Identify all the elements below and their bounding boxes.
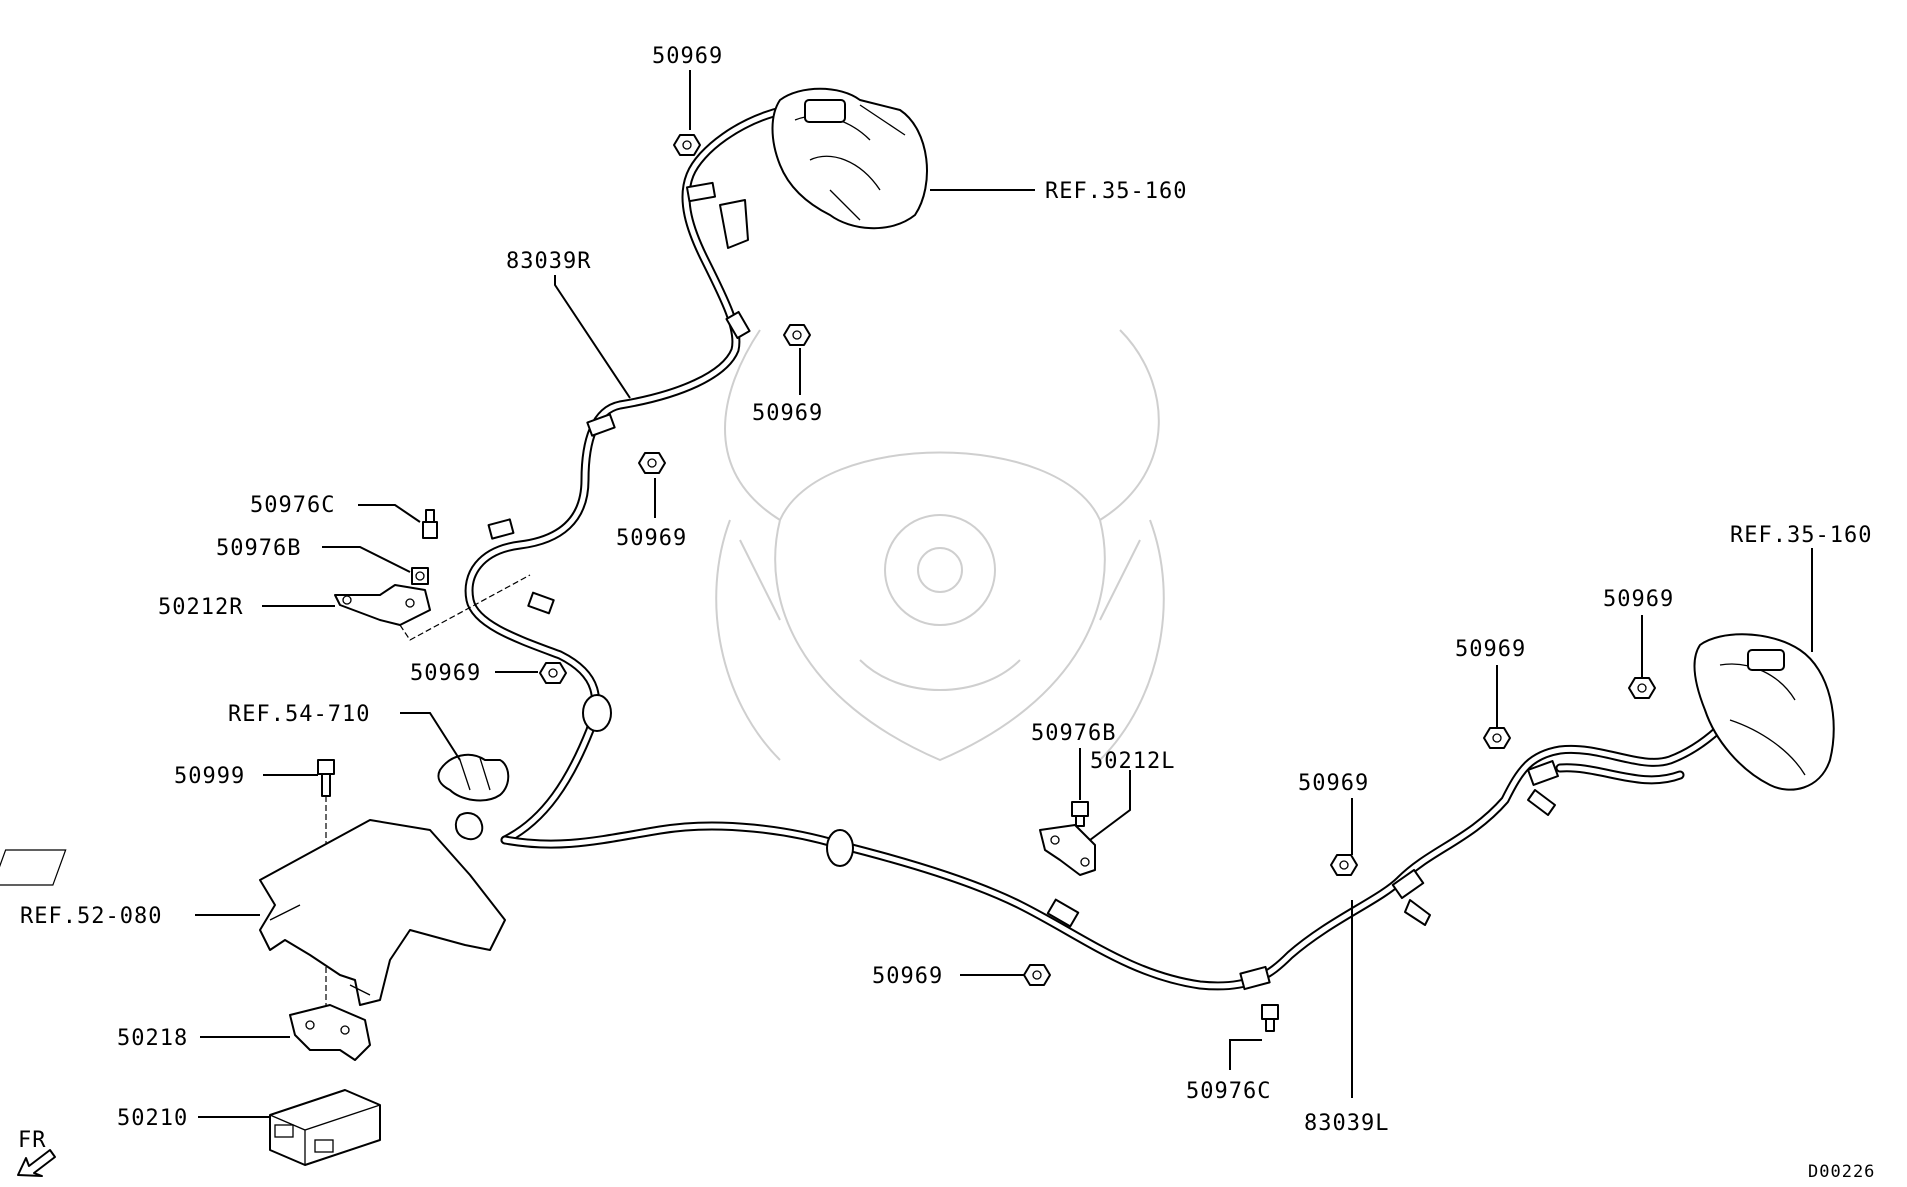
label-harness-r: 83039R: [506, 249, 591, 274]
label-nut-r2: 50969: [752, 401, 823, 426]
nut-50969-r4: [539, 662, 567, 684]
nut-50969-r2: [783, 324, 811, 346]
label-bracket-l: 50212L: [1090, 749, 1175, 774]
floor-panel-ref-52-080: [0, 819, 506, 1006]
bolt-50976c-r: [422, 509, 438, 539]
label-bolt-c-r: 50976C: [250, 493, 335, 518]
leader-lines: [195, 70, 1813, 1118]
label-ref-caliper-r: REF.35-160: [1045, 179, 1187, 204]
bracket-50212r: [334, 574, 531, 641]
label-bracket-ecu: 50218: [117, 1026, 188, 1051]
label-nut-l-2: 50969: [1603, 587, 1674, 612]
label-bolt-ecu: 50999: [174, 764, 245, 789]
label-ref-floor: REF.52-080: [20, 904, 162, 929]
nut-50969-l-1: [1483, 727, 1511, 749]
nut-50969-l-2: [1628, 677, 1656, 699]
fr-arrow-icon: [17, 1149, 56, 1177]
label-nut-l-mid: 50969: [1298, 771, 1369, 796]
label-bolt-b-r: 50976B: [216, 536, 301, 561]
label-drawing-code: D00226: [1808, 1162, 1875, 1182]
caliper-right: [771, 87, 928, 230]
label-bolt-b-l: 50976B: [1031, 721, 1116, 746]
nut-50969-l-bottom: [1023, 964, 1051, 986]
bolt-50976b-r: [411, 567, 429, 585]
label-bolt-c-l: 50976C: [1186, 1079, 1271, 1104]
label-nut-l-1: 50969: [1455, 637, 1526, 662]
clip-ref-54-710: [437, 753, 510, 841]
nut-50969-l-mid: [1330, 854, 1358, 876]
label-ref-clip: REF.54-710: [228, 702, 370, 727]
caliper-left: [1693, 633, 1835, 791]
nut-50969-top: [673, 134, 701, 156]
label-harness-l: 83039L: [1304, 1111, 1389, 1136]
harness-83039l: [500, 675, 1765, 991]
label-ref-caliper-l: REF.35-160: [1730, 523, 1872, 548]
label-fr: FR: [18, 1128, 47, 1153]
bolt-50976b-l: [1071, 801, 1089, 827]
watermark-helmet: [715, 329, 1165, 762]
ecu-50210: [269, 1089, 381, 1166]
label-nut-l-bottom: 50969: [872, 964, 943, 989]
label-nut-r3: 50969: [616, 526, 687, 551]
bracket-50212l: [1039, 824, 1096, 876]
label-bracket-r: 50212R: [158, 595, 243, 620]
label-ecu: 50210: [117, 1106, 188, 1131]
bracket-50218: [289, 1004, 371, 1061]
nut-50969-r3: [638, 452, 666, 474]
harness-83039r: [464, 105, 790, 845]
label-nut-r4: 50969: [410, 661, 481, 686]
bolt-50976c-l: [1261, 1004, 1279, 1032]
label-nut-top: 50969: [652, 44, 723, 69]
